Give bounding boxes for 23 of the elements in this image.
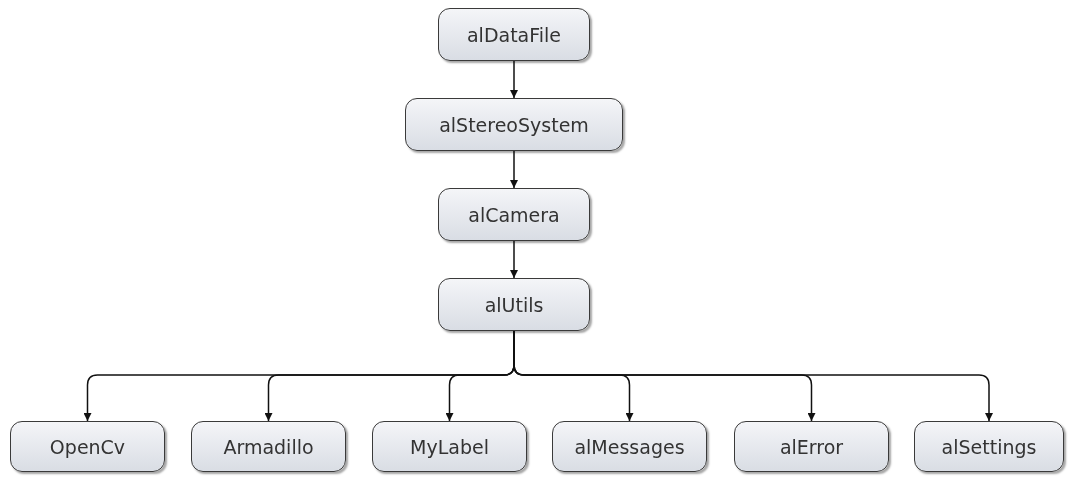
module-name: alCamera [468,203,560,226]
module-box [10,421,165,472]
module-name: OpenCv [49,435,126,458]
module-box [914,421,1064,472]
module-name: alUtils [484,293,544,316]
module-box [191,421,346,472]
module-name: MyLabel [410,435,489,458]
module-name: alStereoSystem [439,113,589,136]
module-box [438,8,590,61]
module-name: alSettings [941,435,1037,458]
module-box [405,98,623,151]
module-name: alMessages [574,435,685,458]
module-box [734,421,889,472]
module-box [438,278,590,331]
module-name: alError [779,435,844,458]
module-name: Armadillo [223,435,314,458]
module-box [438,188,590,241]
module-box [372,421,527,472]
arrow [510,240,518,279]
module-name: alDataFile [466,23,562,46]
module-box [552,421,707,472]
arrow [510,150,518,189]
arrow [510,60,518,99]
